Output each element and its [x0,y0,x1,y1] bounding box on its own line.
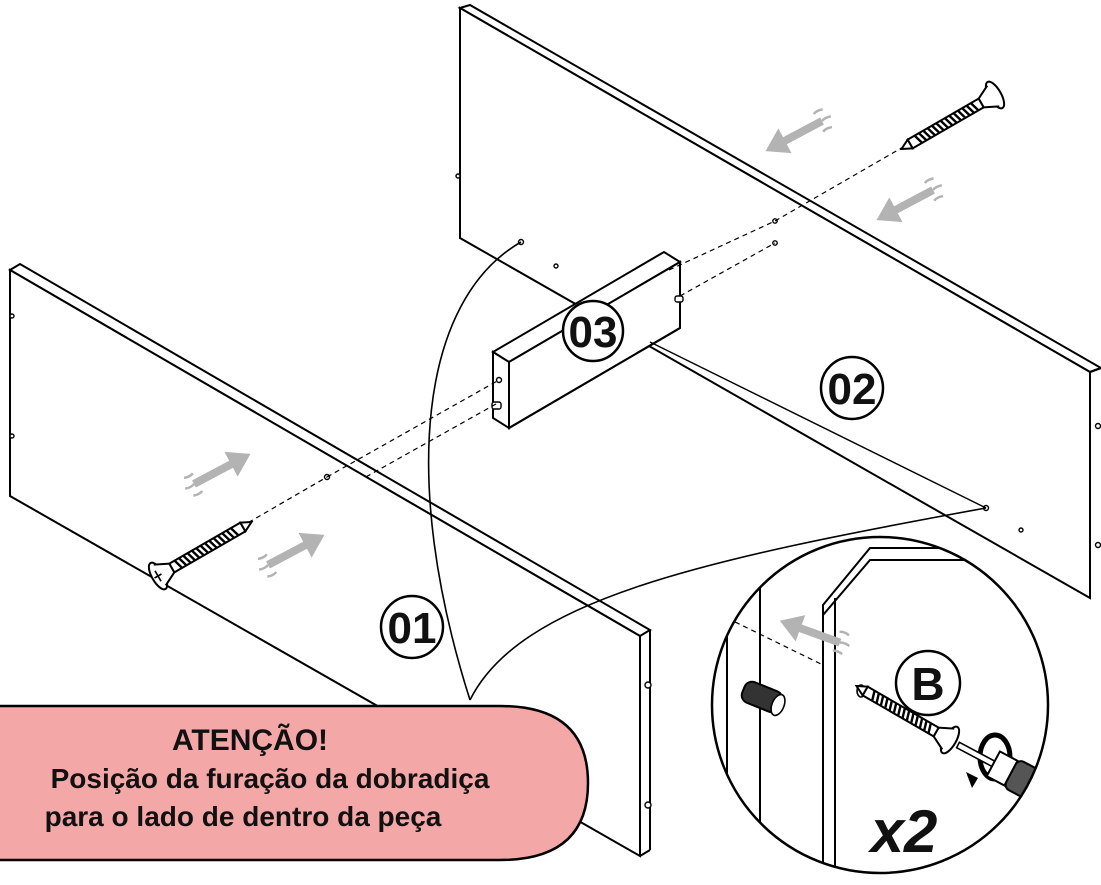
dowel-icon [740,680,786,717]
panel-02 [455,3,1101,600]
warning-line-2: para o lado de dentro da peça [45,801,442,832]
part-label-02: 02 [828,365,877,414]
warning-title: ATENÇÃO! [172,723,328,757]
screw-icon [144,507,261,594]
detail-view: B x2 [710,535,1050,875]
part-badge-03: 03 [561,299,625,363]
part-label-03: 03 [569,308,618,357]
screw-icon [892,77,1009,164]
warning-line-1: Posição da furação da dobradiça [51,763,490,794]
part-label-01: 01 [388,604,437,653]
fastener-letter: B [911,658,944,710]
warning-callout: ATENÇÃO! Posição da furação da dobradiça… [0,704,590,862]
guide-lines [224,145,987,701]
part-badge-02: 02 [819,355,885,421]
part-badge-01: 01 [379,594,445,660]
quantity-label: x2 [868,798,938,865]
fastener-badge: B [894,649,962,717]
